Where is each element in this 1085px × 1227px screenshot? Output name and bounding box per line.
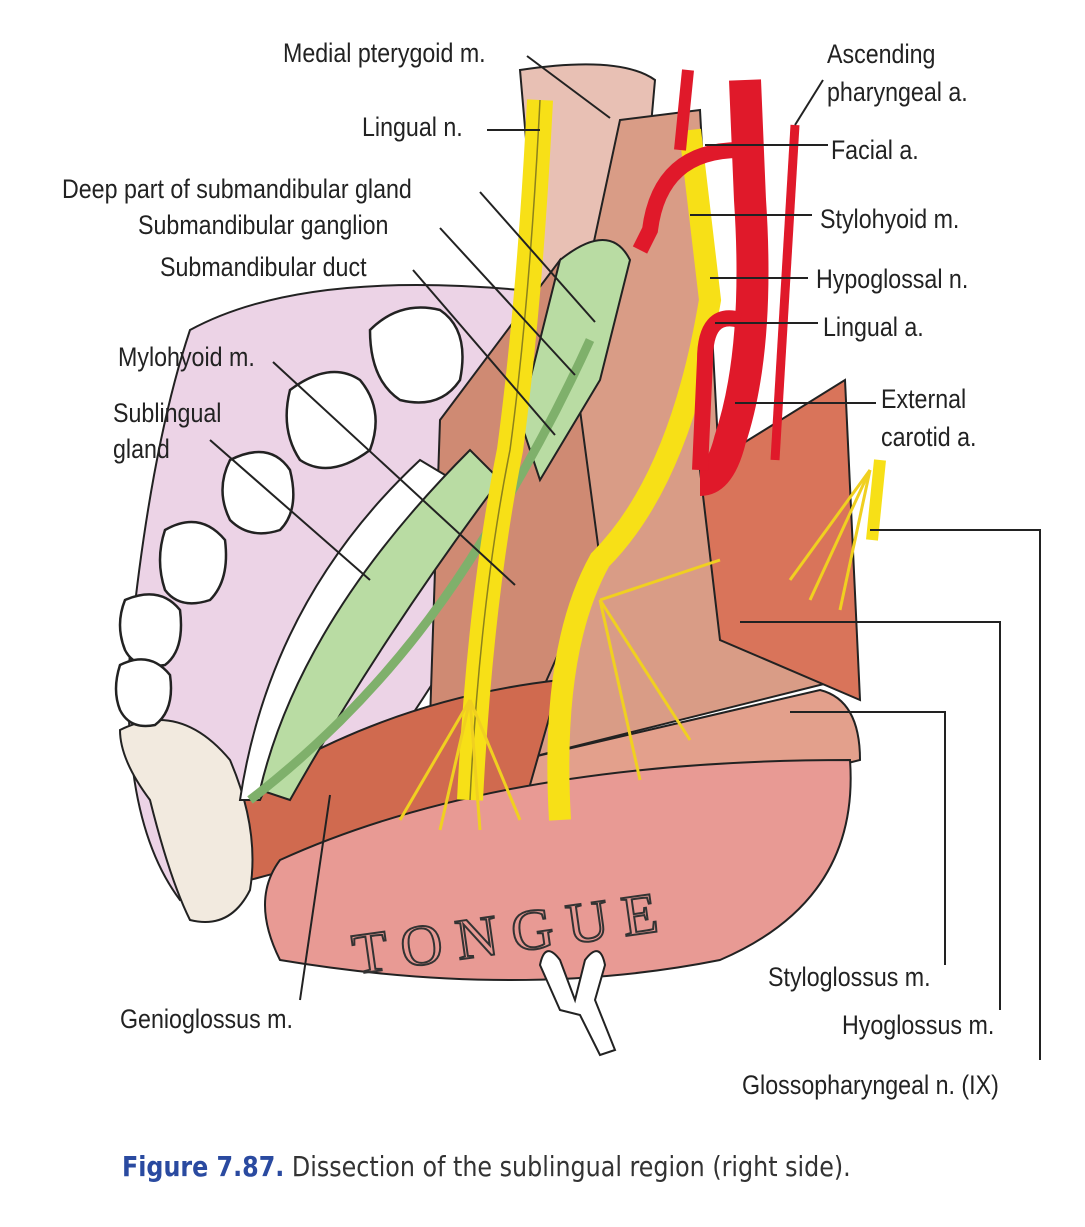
hypoglossal-nerve [547, 128, 722, 821]
glossopharyngeal-nerve [866, 459, 886, 541]
label-lingual-artery: Lingual a. [823, 312, 924, 342]
label-external-carotid-line2: carotid a. [881, 422, 977, 452]
sublingual-gland [258, 448, 502, 802]
tooth [158, 520, 228, 605]
tooth [221, 450, 295, 535]
lingual-artery [692, 310, 743, 471]
nerve-branches [398, 469, 872, 831]
label-deep-submandibular-gland: Deep part of submandibular gland [62, 174, 412, 204]
figure-caption: Figure 7.87. Dissection of the sublingua… [122, 1150, 851, 1183]
external-carotid-artery [697, 79, 769, 496]
label-stylohyoid: Stylohyoid m. [820, 204, 960, 234]
label-styloglossus: Styloglossus m. [768, 962, 931, 992]
tooth [118, 593, 183, 668]
label-hypoglossal-nerve: Hypoglossal n. [816, 264, 969, 294]
label-mylohyoid: Mylohyoid m. [118, 342, 255, 372]
submandibular-duct [247, 338, 595, 804]
label-genioglossus: Genioglossus m. [120, 1004, 293, 1034]
label-medial-pterygoid: Medial pterygoid m. [283, 38, 486, 68]
label-submandibular-ganglion: Submandibular ganglion [138, 210, 389, 240]
label-submandibular-duct: Submandibular duct [160, 252, 367, 282]
facial-artery [632, 142, 741, 254]
label-sublingual-gland-line1: Sublingual [113, 398, 222, 428]
ascending-pharyngeal-artery [770, 124, 800, 461]
label-external-carotid-line1: External [881, 384, 967, 414]
label-facial-artery: Facial a. [831, 135, 919, 165]
leader-lines [209, 55, 1041, 1060]
mandible-symphysis [118, 719, 254, 923]
figure-number: Figure 7.87. [122, 1150, 285, 1183]
lingual-fork [538, 950, 617, 1057]
figure-caption-text: Dissection of the sublingual region (rig… [291, 1150, 851, 1183]
label-lingual-nerve: Lingual n. [362, 112, 463, 142]
tooth [368, 306, 464, 404]
label-hyoglossus: Hyoglossus m. [842, 1010, 995, 1040]
facial-artery-upper [674, 69, 694, 151]
label-sublingual-gland-line2: gland [113, 434, 170, 464]
label-glossopharyngeal: Glossopharyngeal n. (IX) [742, 1070, 999, 1100]
label-ascending-pharyngeal-line2: pharyngeal a. [827, 77, 968, 107]
tongue [264, 758, 852, 981]
label-ascending-pharyngeal-line1: Ascending [827, 39, 936, 69]
tooth [114, 658, 173, 728]
